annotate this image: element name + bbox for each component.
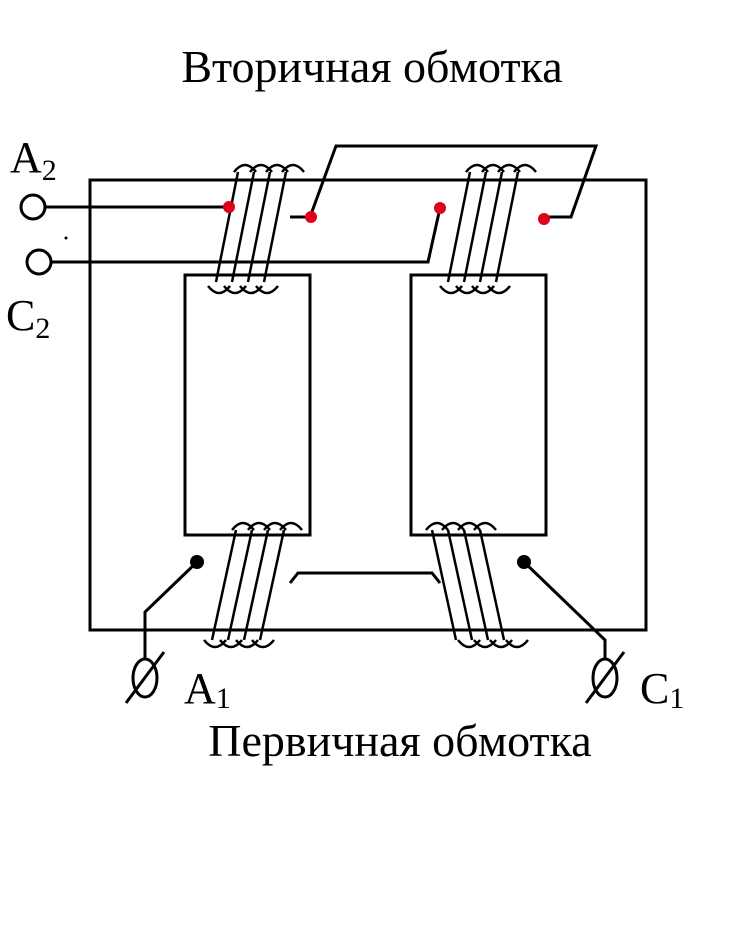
core-window-right: [409, 273, 548, 537]
terminal-symbol: [131, 657, 159, 699]
terminal-slash: [124, 651, 166, 704]
primary-bridge-wire: [288, 571, 442, 584]
terminal-slash: [584, 651, 626, 704]
terminal-c2: C2: [6, 248, 53, 345]
primary-coil-left: [203, 521, 303, 649]
primary-wiring: [143, 560, 607, 660]
secondary-coil-right: [439, 163, 537, 295]
terminal-a2-label: A2: [10, 133, 57, 187]
wire-c1: [522, 560, 607, 660]
transformer-core: [88, 178, 648, 632]
terminal-c2-label: C2: [6, 291, 50, 345]
primary-winding-label: Первичная обмотка: [208, 715, 591, 766]
terminal-a1-label: A1: [184, 664, 231, 715]
terminal-circle: [25, 248, 53, 276]
terminal-c1-label: C1: [640, 664, 684, 715]
terminal-a1: A1: [124, 651, 231, 715]
terminal-a2: A2: [10, 133, 57, 221]
connection-dots: [64, 201, 550, 569]
secondary-connection-dot: [223, 201, 235, 213]
primary-connection-dot: [190, 555, 204, 569]
secondary-wiring: [45, 144, 599, 264]
core-outer-frame: [88, 178, 648, 632]
primary-connection-dot: [517, 555, 531, 569]
secondary-connection-dot: [305, 211, 317, 223]
core-window-left: [183, 273, 312, 537]
terminal-symbol: [591, 657, 619, 699]
secondary-coil-left: [207, 163, 305, 295]
wire-c2: [51, 207, 442, 264]
secondary-connection-dot: [538, 213, 550, 225]
primary-coil-right: [425, 521, 529, 649]
terminal-circle: [19, 193, 47, 221]
stray-dot: [64, 236, 68, 240]
secondary-connection-dot: [434, 202, 446, 214]
terminal-c1: C1: [584, 651, 684, 715]
wire-a1: [143, 560, 199, 660]
secondary-winding-label: Вторичная обмотка: [181, 41, 562, 92]
